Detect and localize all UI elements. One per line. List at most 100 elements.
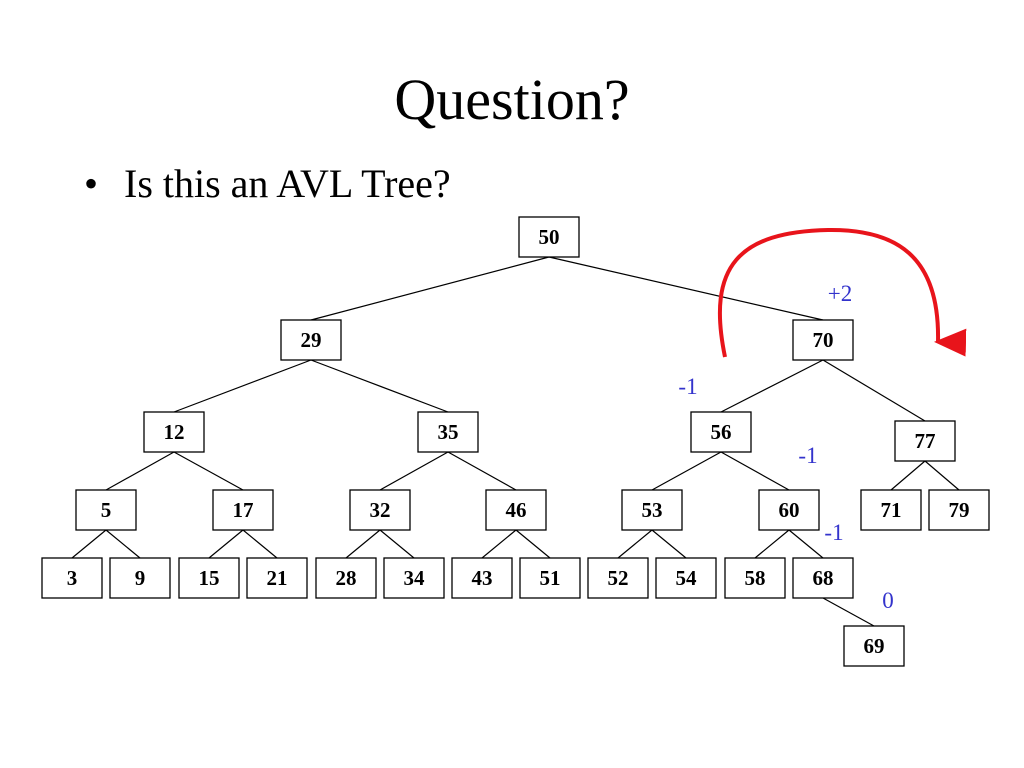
- tree-edges: [71, 256, 960, 627]
- tree-node-label: 34: [404, 566, 426, 590]
- tree-edge-46-51: [515, 529, 551, 559]
- tree-node-box: [724, 557, 786, 599]
- tree-edge-17-21: [242, 529, 278, 559]
- tree-node-box: [315, 557, 377, 599]
- tree-edge-60-68: [788, 529, 824, 559]
- tree-node-label: 58: [745, 566, 766, 590]
- tree-edge-50-70: [548, 256, 824, 321]
- tree-node-53: 53: [621, 489, 683, 531]
- tree-node-box: [280, 319, 342, 361]
- tree-node-label: 43: [472, 566, 493, 590]
- tree-node-68: 68: [792, 557, 854, 599]
- tree-node-box: [109, 557, 171, 599]
- tree-node-label: 79: [949, 498, 970, 522]
- tree-node-58: 58: [724, 557, 786, 599]
- tree-node-60: 60: [758, 489, 820, 531]
- tree-edge-77-71: [890, 460, 926, 491]
- balance-factor-68: -1: [824, 520, 843, 545]
- tree-edge-68-69: [822, 597, 875, 627]
- tree-edge-53-54: [651, 529, 687, 559]
- tree-node-label: 56: [711, 420, 732, 444]
- tree-node-box: [349, 489, 411, 531]
- rotation-arrow: [717, 227, 967, 358]
- tree-node-32: 32: [349, 489, 411, 531]
- tree-node-box: [246, 557, 308, 599]
- balance-factors: +2-1-1-10: [678, 281, 893, 613]
- tree-node-15: 15: [178, 557, 240, 599]
- tree-node-box: [178, 557, 240, 599]
- tree-edge-12-5: [105, 451, 175, 491]
- tree-node-box: [860, 489, 922, 531]
- tree-node-35: 35: [417, 411, 479, 453]
- tree-node-box: [518, 216, 580, 258]
- tree-node-3: 3: [41, 557, 103, 599]
- tree-node-box: [655, 557, 717, 599]
- tree-node-46: 46: [485, 489, 547, 531]
- tree-node-label: 51: [540, 566, 561, 590]
- tree-edge-35-32: [379, 451, 449, 491]
- tree-node-box: [758, 489, 820, 531]
- tree-node-34: 34: [383, 557, 445, 599]
- tree-node-label: 5: [101, 498, 112, 522]
- tree-node-box: [485, 489, 547, 531]
- balance-factor-60: -1: [798, 443, 817, 468]
- tree-node-label: 50: [539, 225, 560, 249]
- tree-node-29: 29: [280, 319, 342, 361]
- tree-node-label: 70: [813, 328, 834, 352]
- tree-edge-70-56: [720, 359, 824, 413]
- tree-node-label: 9: [135, 566, 146, 590]
- tree-node-5: 5: [75, 489, 137, 531]
- tree-node-label: 68: [813, 566, 834, 590]
- tree-node-label: 15: [199, 566, 220, 590]
- tree-node-51: 51: [519, 557, 581, 599]
- tree-edge-46-43: [481, 529, 517, 559]
- tree-node-69: 69: [843, 625, 905, 667]
- tree-edge-56-53: [651, 451, 722, 491]
- tree-edge-50-29: [310, 256, 550, 321]
- tree-node-label: 52: [608, 566, 629, 590]
- tree-node-label: 46: [506, 498, 527, 522]
- tree-node-9: 9: [109, 557, 171, 599]
- tree-node-label: 3: [67, 566, 78, 590]
- tree-node-box: [690, 411, 752, 453]
- tree-node-label: 53: [642, 498, 663, 522]
- tree-node-21: 21: [246, 557, 308, 599]
- tree-edge-70-77: [822, 359, 926, 422]
- bullet-text: Is this an AVL Tree?: [124, 161, 451, 206]
- tree-edge-5-3: [71, 529, 107, 559]
- tree-node-box: [843, 625, 905, 667]
- tree-node-28: 28: [315, 557, 377, 599]
- tree-node-label: 28: [336, 566, 357, 590]
- tree-edge-35-46: [447, 451, 517, 491]
- tree-edge-29-12: [173, 359, 312, 413]
- bullet-item: • Is this an AVL Tree?: [84, 158, 451, 210]
- tree-node-43: 43: [451, 557, 513, 599]
- tree-node-box: [41, 557, 103, 599]
- tree-node-box: [792, 319, 854, 361]
- tree-node-box: [143, 411, 205, 453]
- tree-edge-17-15: [208, 529, 244, 559]
- tree-node-12: 12: [143, 411, 205, 453]
- balance-factor-56: -1: [678, 374, 697, 399]
- tree-node-box: [894, 420, 956, 462]
- tree-node-label: 35: [438, 420, 459, 444]
- tree-node-label: 32: [370, 498, 391, 522]
- tree-node-box: [451, 557, 513, 599]
- tree-node-label: 69: [864, 634, 885, 658]
- balance-factor-69: 0: [882, 588, 894, 613]
- slide-title: Question?: [394, 67, 630, 132]
- tree-node-label: 12: [164, 420, 185, 444]
- tree-node-50: 50: [518, 216, 580, 258]
- tree-node-52: 52: [587, 557, 649, 599]
- tree-node-56: 56: [690, 411, 752, 453]
- bullet-symbol: •: [84, 161, 99, 206]
- tree-edge-32-28: [345, 529, 381, 559]
- tree-node-label: 21: [267, 566, 288, 590]
- tree-node-box: [621, 489, 683, 531]
- tree-edge-53-52: [617, 529, 653, 559]
- tree-node-71: 71: [860, 489, 922, 531]
- tree-edge-32-34: [379, 529, 415, 559]
- tree-edge-60-58: [754, 529, 790, 559]
